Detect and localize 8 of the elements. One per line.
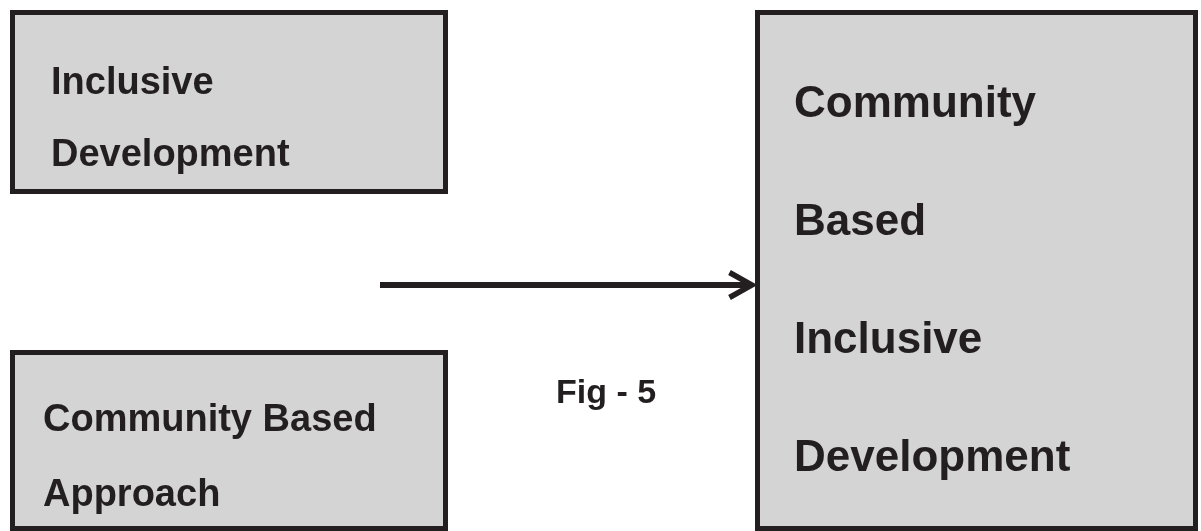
- figure-caption: Fig - 5: [556, 372, 657, 411]
- box-label: Community Based Inclusive Development: [794, 76, 1071, 482]
- text-box: [10, 10, 448, 194]
- text-box: [10, 350, 448, 531]
- box-label: Community Based Approach: [43, 396, 378, 516]
- text-box: [755, 10, 1198, 531]
- arrow: [380, 269, 755, 301]
- box-label: Inclusive Development: [51, 59, 290, 176]
